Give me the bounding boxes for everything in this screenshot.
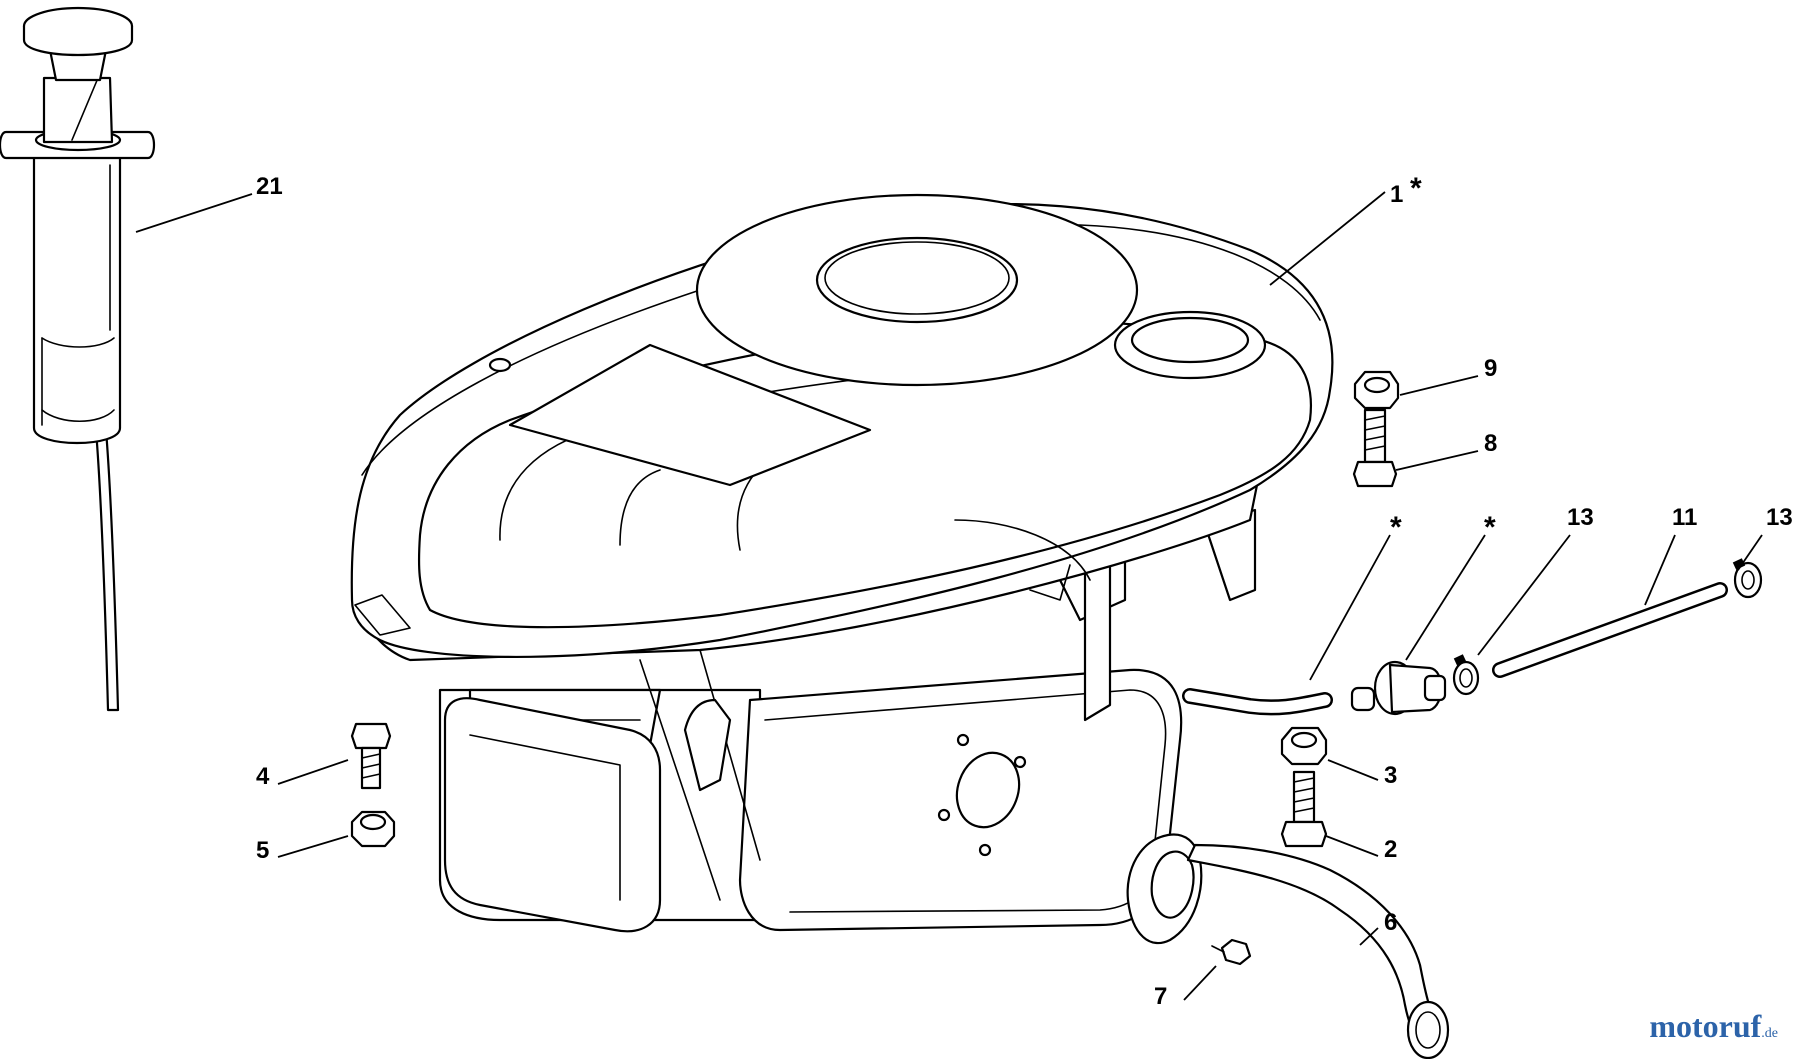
callout-star-hose: *	[1390, 511, 1402, 544]
callout-1: 1	[1390, 181, 1403, 208]
callout-7: 7	[1154, 983, 1167, 1010]
callout-6: 6	[1384, 909, 1397, 936]
callout-5: 5	[256, 837, 269, 864]
callout-21: 21	[256, 173, 283, 200]
callout-labels: 21 1 * 9 8 * * 13 11 13 4 5 3 2 6 7	[256, 172, 1793, 1010]
engine	[350, 193, 1334, 933]
nut-3	[1280, 726, 1328, 766]
bolt-4	[350, 722, 392, 790]
fuel-hose-11	[1492, 582, 1728, 678]
hose-clamp-13a	[1452, 654, 1480, 696]
fuel-line	[1182, 688, 1333, 716]
fuel-filter	[1350, 660, 1447, 716]
leader-lines	[135, 191, 1763, 1001]
callout-13a: 13	[1567, 504, 1594, 531]
callout-11: 11	[1672, 504, 1697, 531]
hose-clamp-13b	[1732, 558, 1763, 599]
watermark-logo: motoruf.de	[1649, 1008, 1778, 1045]
watermark-text: motoruf	[1649, 1008, 1762, 1044]
callout-star-filter: *	[1484, 511, 1496, 544]
callout-1-star: *	[1410, 172, 1422, 205]
screw-7	[1211, 938, 1252, 966]
callout-8: 8	[1484, 430, 1497, 457]
exhaust-pipe	[1126, 833, 1450, 1059]
oil-syringe	[0, 6, 156, 712]
callout-4: 4	[256, 763, 270, 790]
bolt-2	[1280, 770, 1328, 848]
callout-2: 2	[1384, 836, 1397, 863]
callout-9: 9	[1484, 355, 1497, 382]
nut-9	[1353, 370, 1400, 410]
bolt-8	[1352, 408, 1398, 488]
callout-13b: 13	[1766, 504, 1793, 531]
nut-5	[350, 810, 396, 848]
watermark-suffix: .de	[1761, 1026, 1778, 1041]
callout-3: 3	[1384, 762, 1397, 789]
